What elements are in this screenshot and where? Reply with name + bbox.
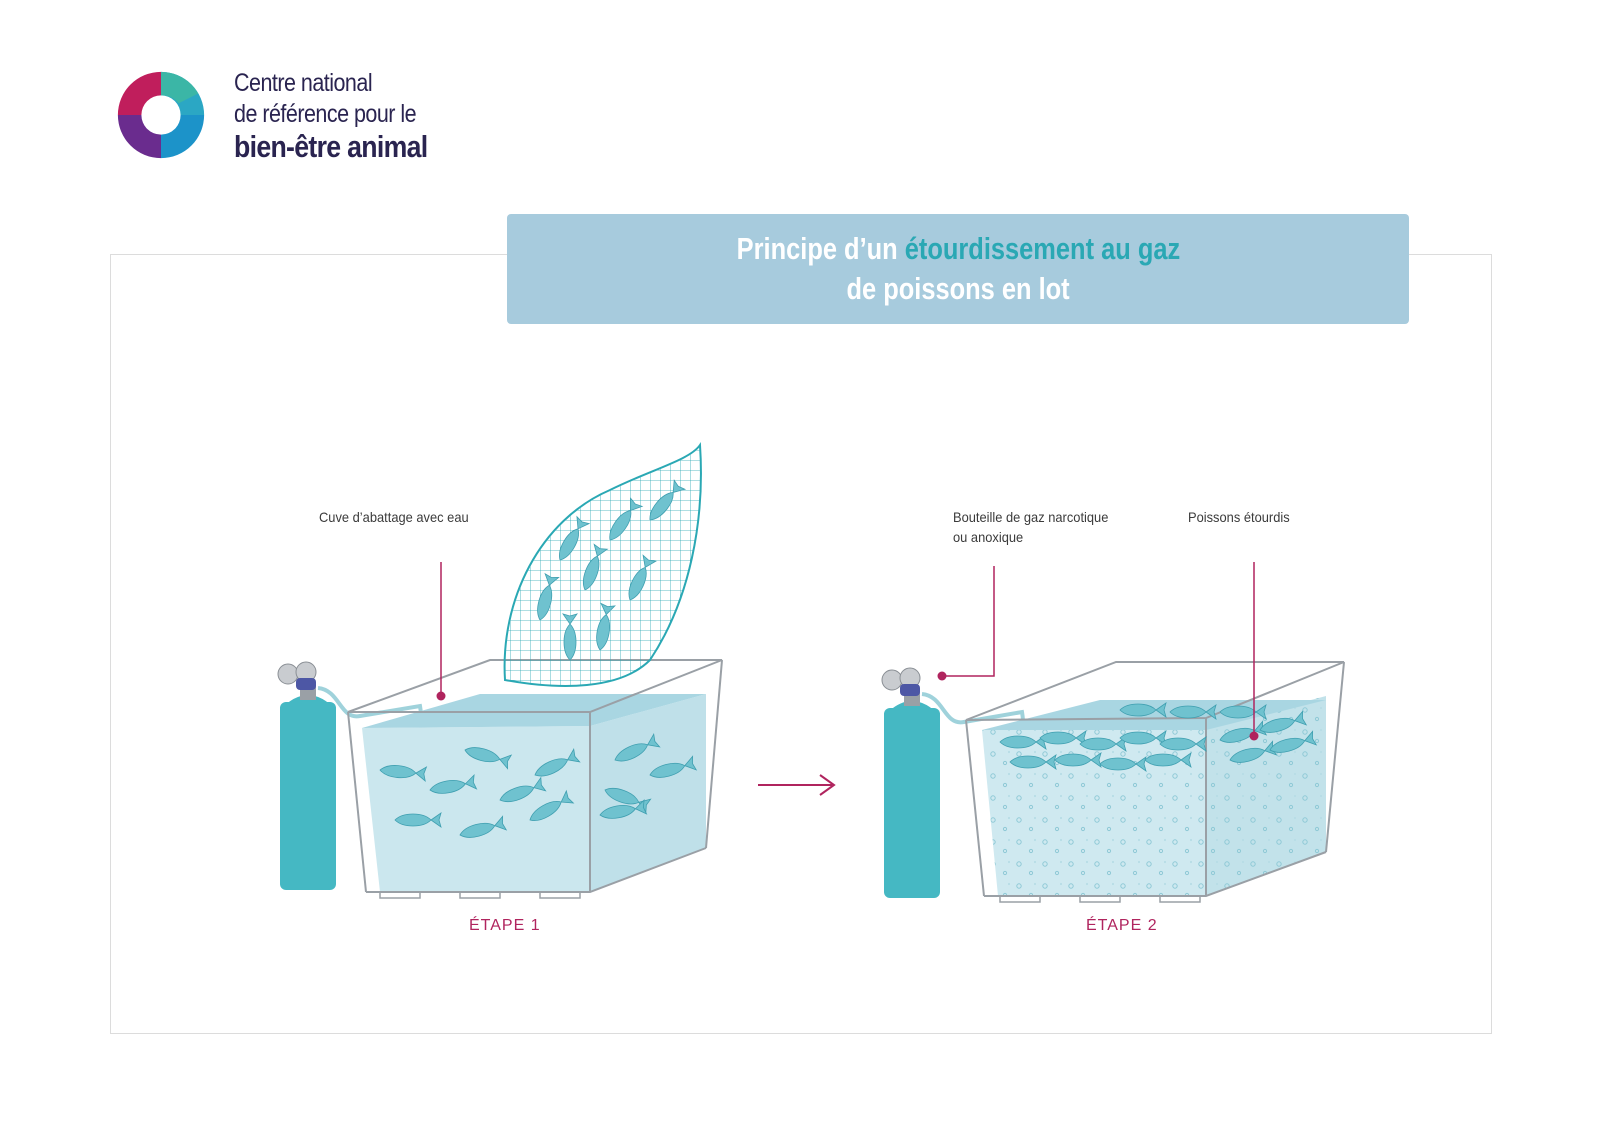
arrow-right-icon bbox=[758, 774, 836, 796]
title-banner: Principe d’un étourdissement au gaz de p… bbox=[507, 214, 1409, 324]
logo-line-1: Centre national bbox=[234, 69, 373, 97]
logo-line-2: de référence pour le bbox=[234, 100, 417, 128]
step1-illustration bbox=[277, 442, 723, 899]
tank-1 bbox=[347, 659, 723, 899]
label-stunned-fish: Poissons étourdis bbox=[1188, 509, 1290, 525]
logo: Centre national de référence pour le bie… bbox=[112, 66, 452, 166]
step-1-label: ÉTAPE 1 bbox=[469, 917, 541, 934]
step2-illustration bbox=[881, 562, 1345, 903]
logo-text: Centre national de référence pour le bie… bbox=[234, 68, 459, 163]
label-tank: Cuve d’abattage avec eau bbox=[319, 509, 469, 525]
title-line-2: de poissons en lot bbox=[846, 271, 1070, 306]
step-2-label: ÉTAPE 2 bbox=[1086, 917, 1158, 934]
title-part-1: Principe d’un bbox=[736, 231, 905, 266]
logo-swirl-icon bbox=[117, 71, 205, 159]
title-line-1: Principe d’un étourdissement au gaz bbox=[736, 229, 1180, 269]
logo-line-3: bien-être animal bbox=[234, 129, 428, 164]
fishing-net-icon bbox=[503, 442, 702, 687]
tank-2 bbox=[965, 661, 1345, 903]
title-highlight: étourdissement au gaz bbox=[904, 231, 1180, 266]
label-gas-bottle-line-1: Bouteille de gaz narcotique bbox=[953, 509, 1109, 525]
label-gas-bottle-line-2: ou anoxique bbox=[953, 529, 1024, 545]
